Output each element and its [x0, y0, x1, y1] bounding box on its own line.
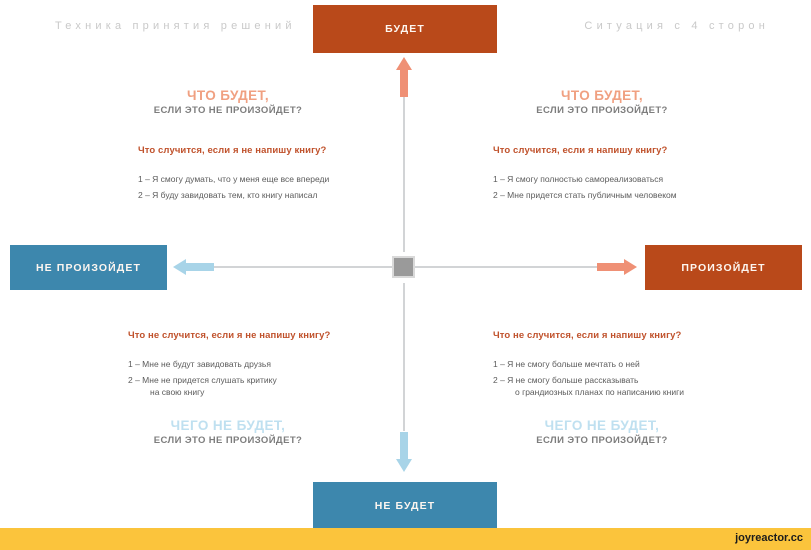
quadrant-title: ЧТО БУДЕТ, — [561, 88, 643, 103]
list-item: 1 – Мне не будут завидовать друзья — [128, 358, 330, 371]
quadrant-subtitle: ЕСЛИ ЭТО НЕ ПРОИЗОЙДЕТ? — [153, 105, 303, 116]
list-item-text: 2 – Мне придется стать публичным человек… — [493, 189, 677, 200]
quadrant-subtitle: ЕСЛИ ЭТО ПРОИЗОЙДЕТ? — [536, 105, 668, 116]
center-node — [392, 256, 415, 278]
quadrant-title: ЧТО БУДЕТ, — [187, 88, 269, 103]
list-item-text: 2 – Я не смогу больше рассказывать — [493, 374, 639, 385]
list-item-text: 1 – Я смогу полностью самореализоваться — [493, 174, 664, 184]
list-item: 1 – Я не смогу больше мечтать о ней — [493, 358, 684, 371]
quadrant-title: ЧЕГО НЕ БУДЕТ, — [170, 418, 286, 433]
quadrant-list: 1 – Я не смогу больше мечтать о ней 2 – … — [493, 358, 684, 399]
axis-line-horizontal-right — [415, 266, 628, 268]
list-item-text: 1 – Я смогу думать, что у меня еще все в… — [138, 174, 330, 184]
arrow-up-icon — [396, 57, 412, 70]
quadrant-subtitle: ЕСЛИ ЭТО ПРОИЗОЙДЕТ? — [536, 435, 668, 446]
arrow-right-icon — [624, 259, 637, 275]
quadrant-heading-top-right: ЧТО БУДЕТ, ЕСЛИ ЭТО ПРОИЗОЙДЕТ? — [492, 88, 712, 117]
quadrant-heading-top-left: ЧТО БУДЕТ, ЕСЛИ ЭТО НЕ ПРОИЗОЙДЕТ? — [118, 88, 338, 117]
list-item-continuation: о грандиозных планах по написанию книги — [515, 387, 684, 397]
list-item: 2 – Я буду завидовать тем, кто книгу нап… — [138, 189, 329, 202]
quadrant-list: 1 – Мне не будут завидовать друзья 2 – М… — [128, 358, 330, 399]
quadrant-question: Что не случится, если я напишу книгу? — [493, 330, 682, 341]
quadrant-content-bottom-right: Что не случится, если я напишу книгу? 1 … — [493, 330, 684, 402]
list-item-text: 1 – Мне не будут завидовать друзья — [128, 359, 271, 369]
list-item-text: 2 – Мне не придется слушать критику — [128, 374, 277, 385]
list-item: 2 – Мне не придется слушать критику на с… — [128, 374, 330, 399]
list-item: 1 – Я смогу полностью самореализоваться — [493, 173, 677, 186]
axis-line-horizontal-left — [207, 266, 392, 268]
list-item: 2 – Я не смогу больше рассказывать о гра… — [493, 374, 684, 399]
quadrant-list: 1 – Я смогу полностью самореализоваться … — [493, 173, 677, 201]
arrow-left-icon — [173, 259, 186, 275]
quadrant-content-bottom-left: Что не случится, если я не напишу книгу?… — [128, 330, 330, 402]
quadrant-title: ЧЕГО НЕ БУДЕТ, — [544, 418, 660, 433]
node-box-top: БУДЕТ — [313, 5, 497, 53]
arrow-down-icon — [396, 459, 412, 472]
quadrant-list: 1 – Я смогу думать, что у меня еще все в… — [138, 173, 329, 201]
node-box-right: ПРОИЗОЙДЕТ — [645, 245, 802, 290]
arrow-left-shaft — [186, 263, 214, 271]
quadrant-heading-bottom-right: ЧЕГО НЕ БУДЕТ, ЕСЛИ ЭТО ПРОИЗОЙДЕТ? — [492, 418, 712, 447]
quadrant-subtitle: ЕСЛИ ЭТО НЕ ПРОИЗОЙДЕТ? — [153, 435, 303, 446]
quadrant-content-top-left: Что случится, если я не напишу книгу? 1 … — [138, 145, 329, 204]
quadrant-heading-bottom-left: ЧЕГО НЕ БУДЕТ, ЕСЛИ ЭТО НЕ ПРОИЗОЙДЕТ? — [118, 418, 338, 447]
quadrant-question: Что не случится, если я не напишу книгу? — [128, 330, 331, 341]
node-box-left: НЕ ПРОИЗОЙДЕТ — [10, 245, 167, 290]
list-item: 2 – Мне придется стать публичным человек… — [493, 189, 677, 202]
arrow-right-shaft — [597, 263, 625, 271]
list-item-text: 1 – Я не смогу больше мечтать о ней — [493, 359, 640, 369]
quadrant-question: Что случится, если я напишу книгу? — [493, 145, 668, 156]
list-item-continuation: на свою книгу — [150, 387, 205, 397]
header-caption-left: Техника принятия решений — [55, 20, 296, 32]
node-box-bottom: НЕ БУДЕТ — [313, 482, 497, 530]
quadrant-question: Что случится, если я не напишу книгу? — [138, 145, 327, 156]
axis-line-vertical-top — [403, 96, 405, 252]
quadrant-content-top-right: Что случится, если я напишу книгу? 1 – Я… — [493, 145, 677, 204]
arrow-up-shaft — [400, 69, 408, 97]
axis-line-vertical-bottom — [403, 283, 405, 431]
list-item-text: 2 – Я буду завидовать тем, кто книгу нап… — [138, 189, 318, 200]
footer-watermark: joyreactor.cc — [735, 532, 803, 544]
header-caption-right: Ситуация с 4 сторон — [584, 20, 769, 32]
footer-bar: joyreactor.cc — [0, 528, 811, 550]
arrow-down-shaft — [400, 432, 408, 461]
list-item: 1 – Я смогу думать, что у меня еще все в… — [138, 173, 329, 186]
